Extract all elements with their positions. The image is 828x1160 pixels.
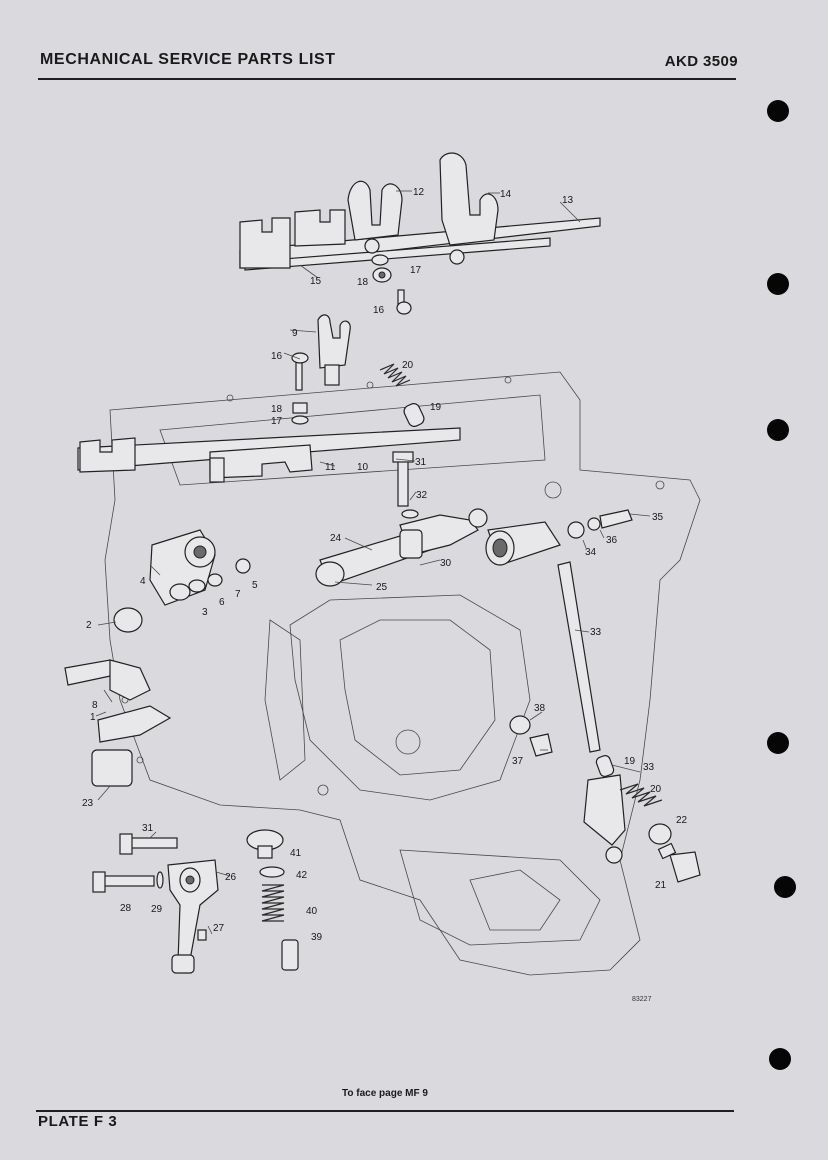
callout-36: 36 [606, 535, 618, 546]
callout-5: 5 [252, 580, 258, 591]
callout-33: 33 [643, 762, 655, 773]
callout-39: 39 [311, 932, 323, 943]
callout-32: 32 [416, 490, 428, 501]
callout-23: 23 [82, 798, 94, 809]
fork-fasteners-top [371, 254, 412, 315]
callout-42: 42 [296, 870, 308, 881]
callout-15: 15 [310, 276, 322, 287]
callout-28: 28 [120, 903, 132, 914]
binder-hole [769, 1048, 791, 1070]
reverse-plunger-group [246, 829, 299, 971]
callout-35: 35 [652, 512, 664, 523]
binder-hole [767, 100, 789, 122]
callout-9: 9 [292, 328, 298, 339]
callout-13: 13 [562, 195, 574, 206]
callout-41: 41 [290, 848, 302, 859]
callout-labels: 12 14 13 15 17 18 16 9 16 20 19 18 17 11… [82, 187, 688, 1003]
callout-11: 11 [325, 462, 336, 473]
callout-17: 17 [271, 416, 283, 427]
remote-control-rod [485, 509, 633, 753]
lower-selector-group [509, 715, 701, 883]
binder-hole [767, 419, 789, 441]
callout-14: 14 [500, 189, 512, 200]
middle-fork-and-rod [77, 314, 461, 483]
callout-30: 30 [440, 558, 452, 569]
callout-26: 26 [225, 872, 237, 883]
leader-lines [95, 190, 651, 935]
callout-29: 29 [151, 904, 163, 915]
callout-19: 19 [624, 756, 636, 767]
detent-spring-plunger [379, 363, 425, 427]
callout-33: 33 [590, 627, 602, 638]
callout-10: 10 [357, 462, 369, 473]
callout-18: 18 [357, 277, 369, 288]
callout-3: 3 [202, 607, 208, 618]
callout-16: 16 [271, 351, 283, 362]
callout-22: 22 [676, 815, 688, 826]
callout-34: 34 [585, 547, 597, 558]
callout-16: 16 [373, 305, 385, 316]
callout-19: 19 [430, 402, 442, 413]
callout-38: 38 [534, 703, 546, 714]
facing-page-note: To face page MF 9 [342, 1088, 428, 1099]
callout-1: 1 [90, 712, 96, 723]
page-title: MECHANICAL SERVICE PARTS LIST [40, 51, 336, 68]
callout-18: 18 [271, 404, 283, 415]
document-code: AKD 3509 [664, 53, 738, 70]
callout-21: 21 [655, 880, 667, 891]
callout-20: 20 [650, 784, 662, 795]
callout-6: 6 [219, 597, 225, 608]
callout-7: 7 [235, 589, 241, 600]
selector-rods-assembly [239, 152, 601, 271]
callout-31: 31 [415, 457, 427, 468]
plate-label: PLATE F 3 [38, 1113, 118, 1130]
binder-hole [774, 876, 796, 898]
binder-hole [767, 273, 789, 295]
footer-rule [36, 1110, 734, 1112]
lever-and-bolts-group [92, 833, 219, 974]
callout-17: 17 [410, 265, 422, 276]
callout-37: 37 [512, 756, 524, 767]
callout-20: 20 [402, 360, 414, 371]
callout-12: 12 [413, 187, 425, 198]
callout-24: 24 [330, 533, 342, 544]
callout-27: 27 [213, 923, 225, 934]
callout-40: 40 [306, 906, 318, 917]
callout-8: 8 [92, 700, 98, 711]
header-rule [38, 78, 736, 80]
drawing-reference: 83227 [632, 996, 652, 1003]
callout-25: 25 [376, 582, 388, 593]
callout-4: 4 [140, 576, 146, 587]
callout-2: 2 [86, 620, 92, 631]
selector-bracket-group [64, 529, 251, 787]
selector-lever-assembly [315, 451, 488, 587]
callout-31: 31 [142, 823, 154, 834]
binder-hole [767, 732, 789, 754]
